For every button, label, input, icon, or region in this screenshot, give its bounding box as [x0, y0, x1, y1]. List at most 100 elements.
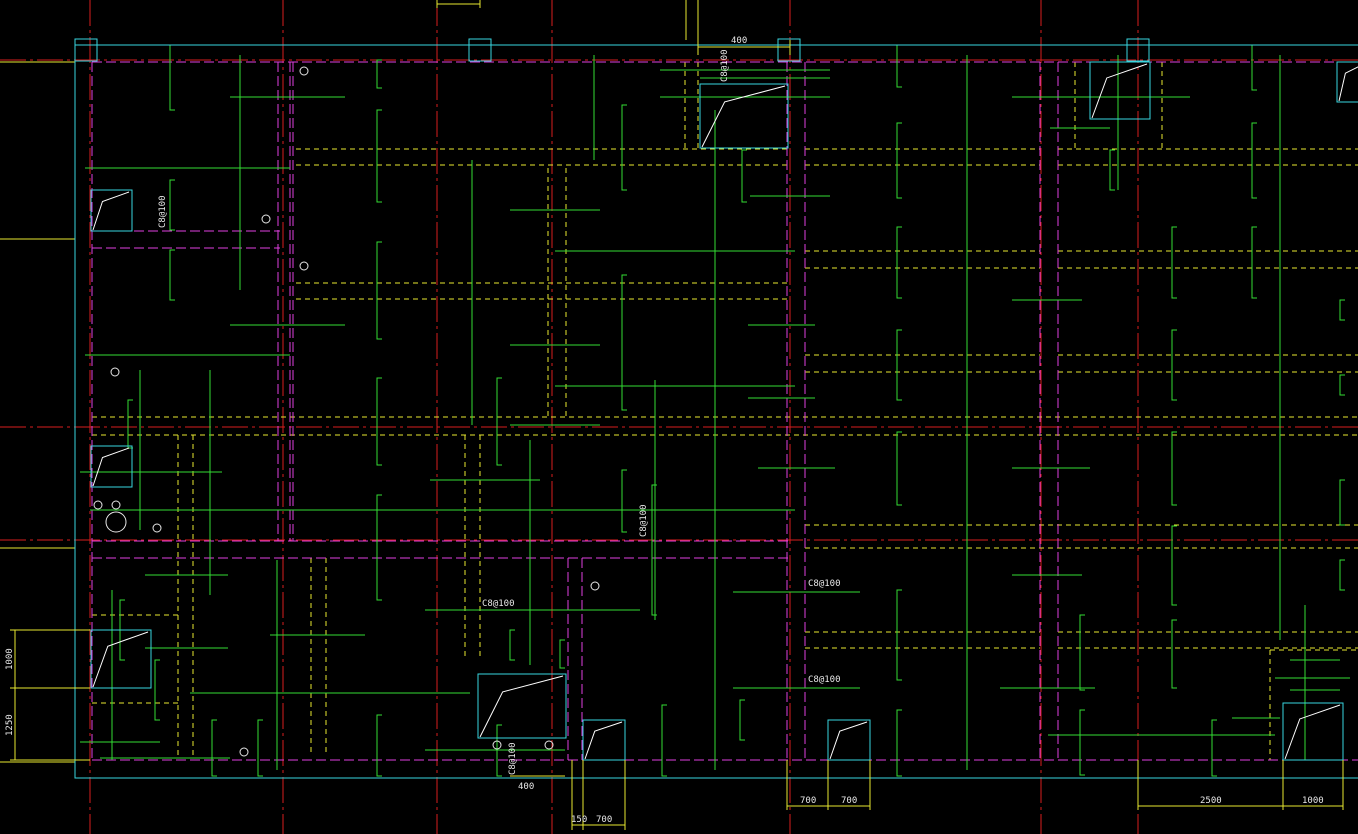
rebar-bracket — [661, 704, 667, 777]
rebar-bracket — [621, 469, 627, 533]
rebar-bracket — [1251, 122, 1257, 199]
column-box — [468, 38, 492, 62]
rebar-bracket — [1109, 149, 1115, 191]
column-symbol — [590, 581, 600, 591]
column-symbol — [111, 500, 121, 510]
rebar-bracket — [896, 431, 902, 506]
rebar-bracket — [376, 494, 382, 601]
rebar-label-7: C8@100 — [508, 742, 518, 775]
column-symbol — [261, 214, 271, 224]
rebar-bracket — [739, 699, 745, 741]
rebar-bracket — [1171, 226, 1177, 299]
opening-wedge — [92, 631, 149, 688]
rebar-bracket — [1339, 374, 1345, 396]
floor-opening — [1336, 61, 1358, 103]
rebar-label-6: C8@100 — [482, 599, 515, 609]
rebar-bracket — [1211, 719, 1217, 777]
opening-wedge — [479, 675, 564, 738]
rebar-label-1: C8@100 — [720, 49, 730, 82]
rebar-bracket — [376, 59, 382, 89]
rebar-label-2: C8@100 — [158, 195, 168, 228]
floor-opening — [1282, 702, 1344, 761]
rebar-bracket — [169, 249, 175, 301]
rebar-bracket — [1339, 299, 1345, 321]
rebar-bracket — [1171, 431, 1177, 506]
dim-left-1000: 1000 — [5, 648, 15, 670]
rebar-bracket — [651, 484, 657, 616]
rebar-bracket — [896, 226, 902, 299]
column-box — [1126, 38, 1150, 62]
rebar-label-3: C8@100 — [639, 504, 649, 537]
floor-opening — [827, 719, 871, 761]
column-symbol — [110, 367, 120, 377]
rebar-bracket — [896, 122, 902, 199]
dim-bottom-400: 400 — [518, 782, 534, 792]
opening-wedge — [829, 721, 868, 760]
dim-2500: 2500 — [1200, 796, 1222, 806]
rebar-bracket — [559, 639, 565, 669]
column-symbol — [544, 740, 554, 750]
column-symbol — [152, 523, 162, 533]
rebar-bracket — [1079, 709, 1085, 776]
dim-700-b: 700 — [800, 796, 816, 806]
rebar-bracket — [496, 724, 502, 777]
beam-lines — [91, 61, 1358, 761]
floor-opening — [582, 719, 626, 761]
wall-outer — [74, 45, 1358, 779]
rebar-bracket — [1251, 44, 1257, 91]
rebar-bracket — [1171, 619, 1177, 689]
rebar-bracket — [211, 719, 217, 777]
floor-opening — [90, 189, 133, 232]
floor-opening — [477, 673, 567, 739]
opening-wedge — [92, 447, 130, 487]
column-symbol-large — [105, 511, 127, 533]
wall-outline — [74, 38, 1358, 779]
opening-wedge — [584, 721, 623, 760]
rebar-bracket — [621, 104, 627, 191]
dim-top-400: 400 — [731, 36, 747, 46]
rebar-label-4: C8@100 — [808, 579, 841, 589]
rebar-bracket — [127, 399, 133, 449]
dim-1000: 1000 — [1302, 796, 1324, 806]
column-symbol — [492, 740, 502, 750]
rebar-bracket — [1339, 559, 1345, 591]
rebar-bracket — [896, 589, 902, 681]
dimension-lines — [10, 40, 1344, 830]
rebar-bracket — [1171, 525, 1177, 606]
column-symbol — [299, 66, 309, 76]
rebar-bracket — [896, 329, 902, 401]
dim-700-c: 700 — [841, 796, 857, 806]
rebar-bracket — [376, 109, 382, 203]
hidden-beam-lines — [92, 62, 1358, 760]
column-symbols — [93, 66, 600, 757]
rebar-bracket — [1339, 479, 1345, 526]
floor-opening — [90, 445, 133, 488]
column-box — [74, 38, 98, 62]
column-symbol — [299, 261, 309, 271]
rebar-bracket — [896, 709, 902, 777]
column-symbol — [239, 747, 249, 757]
rebar-bracket — [1251, 226, 1257, 299]
rebar-bracket — [621, 274, 627, 411]
floor-opening — [90, 629, 152, 689]
dim-150: 150 — [571, 815, 587, 825]
rebar-bracket — [376, 241, 382, 340]
column-symbol — [93, 500, 103, 510]
dim-700-a: 700 — [596, 815, 612, 825]
rebar-bracket — [257, 719, 263, 777]
rebar-bracket — [509, 629, 515, 661]
rebar-bracket — [1171, 329, 1177, 401]
rebar-bracket — [496, 377, 502, 466]
drawing-labels: C8@100 C8@100 C8@100 C8@100 C8@100 C8@10… — [5, 36, 1324, 825]
opening-wedge — [701, 85, 786, 148]
rebar-label-5: C8@100 — [808, 675, 841, 685]
rebar-bracket — [169, 44, 175, 111]
rebar-bracket — [376, 714, 382, 777]
rebar-lines — [80, 44, 1350, 777]
floor-opening — [1089, 61, 1151, 120]
opening-wedge — [1338, 66, 1358, 102]
column-box — [777, 38, 801, 62]
rebar-bracket — [154, 659, 160, 721]
floor-openings — [90, 61, 1358, 761]
